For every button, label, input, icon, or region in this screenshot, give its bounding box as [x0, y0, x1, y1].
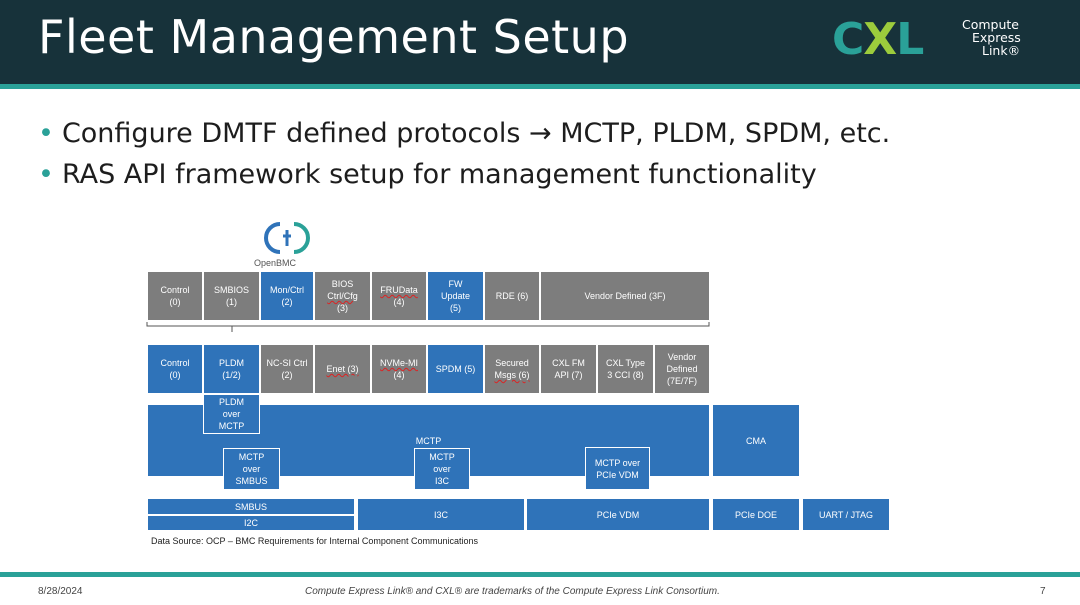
- phy-pcie-doe: PCIe DOE: [712, 498, 800, 531]
- logo-word-link: Link®: [982, 43, 1021, 58]
- pldm-type-mon-ctrl: Mon/Ctrl(2): [260, 271, 314, 321]
- pldm-type-control: Control(0): [147, 271, 203, 321]
- phy-smbus: SMBUS: [147, 498, 355, 515]
- mctp-type-pldm: PLDM(1/2): [203, 344, 260, 394]
- logo-word-compute: Compute: [962, 17, 1020, 32]
- mctp-type-control: Control(0): [147, 344, 203, 394]
- header-bar: [0, 0, 1080, 84]
- pldm-type-vendor-defined: Vendor Defined (3F): [540, 271, 710, 321]
- bullet-text: RAS API framework setup for management f…: [61, 159, 817, 190]
- data-source-note: Data Source: OCP – BMC Requirements for …: [151, 536, 478, 546]
- phy-uart-jtag: UART / JTAG: [802, 498, 890, 531]
- page-number: 7: [1040, 586, 1046, 597]
- header-accent-stripe: [0, 84, 1080, 89]
- pldm-type-smbios: SMBIOS(1): [203, 271, 260, 321]
- pldm-type-frudata: FRUData(4): [371, 271, 427, 321]
- bullet-item: •RAS API framework setup for management …: [38, 159, 817, 190]
- footer-date: 8/28/2024: [38, 586, 83, 597]
- phy-i3c: I3C: [357, 498, 525, 531]
- footer-accent-stripe: [0, 572, 1080, 577]
- pldm-type-rde: RDE (6): [484, 271, 540, 321]
- openbmc-label: OpenBMC: [254, 258, 297, 268]
- mctp-type-nvme-mi: NVMe-MI(4): [371, 344, 427, 394]
- mctp-type-spdm: SPDM (5): [427, 344, 484, 394]
- cxl-logo-mark: CXL: [832, 14, 924, 65]
- bullet-text: Configure DMTF defined protocols → MCTP,…: [61, 118, 891, 149]
- slide-title: Fleet Management Setup: [38, 10, 630, 64]
- mctp-type-nc-si-ctrl: NC-SI Ctrl(2): [260, 344, 314, 394]
- footer-trademark: Compute Express Link® and CXL® are trade…: [305, 586, 720, 597]
- cma-layer: CMA: [712, 404, 800, 477]
- phy-i2c: I2C: [147, 515, 355, 531]
- pldm-group-brace: [146, 322, 710, 332]
- bullet-item: •Configure DMTF defined protocols → MCTP…: [38, 118, 891, 149]
- openbmc-icon: [264, 222, 310, 254]
- mctp-type-enet: Enet (3): [314, 344, 371, 394]
- phy-pcie-vdm: PCIe VDM: [526, 498, 710, 531]
- logo-word-express: Express: [972, 30, 1021, 45]
- cxl-logo: CXL Compute Express Link®: [820, 10, 1050, 70]
- cxl-logo-words: Compute Express Link®: [962, 18, 1021, 57]
- bullet-list: •Configure DMTF defined protocols → MCTP…: [38, 118, 890, 200]
